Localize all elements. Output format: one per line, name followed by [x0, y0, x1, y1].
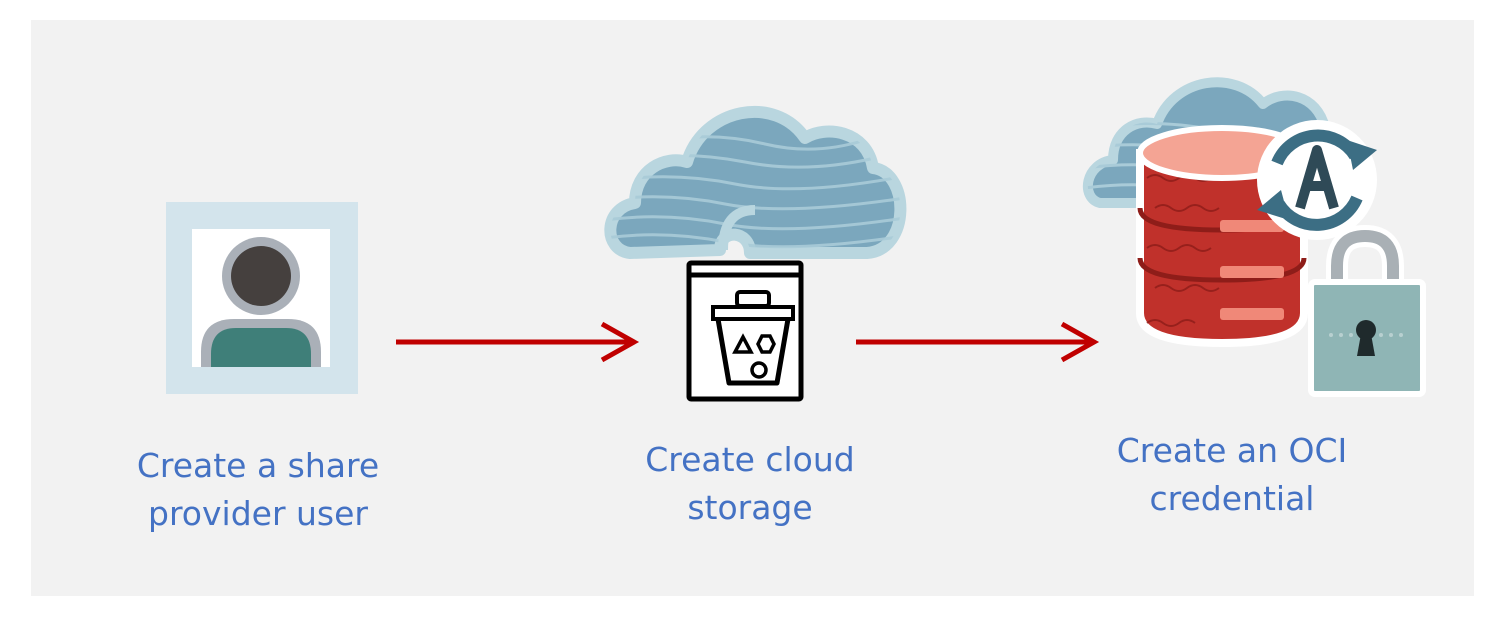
user-profile-icon [166, 202, 358, 394]
arrow-step1-to-step2 [396, 321, 640, 363]
step-3-label-line-2: credential [1149, 479, 1315, 518]
step-3-label: Create an OCI credential [1092, 427, 1372, 523]
arrow-step2-to-step3 [856, 321, 1100, 363]
autonomous-database-lock-icon [1082, 77, 1426, 397]
step-2-label-line-1: Create cloud [645, 440, 855, 479]
step-3-label-line-1: Create an OCI [1116, 431, 1348, 470]
cloud-storage-bucket-icon [604, 105, 907, 402]
step-1-label-line-1: Create a share [136, 446, 380, 485]
step-1-label-line-2: provider user [148, 494, 368, 533]
step-1-label: Create a share provider user [118, 442, 398, 538]
step-2-label-line-2: storage [687, 488, 813, 527]
step-2-label: Create cloud storage [610, 436, 890, 532]
